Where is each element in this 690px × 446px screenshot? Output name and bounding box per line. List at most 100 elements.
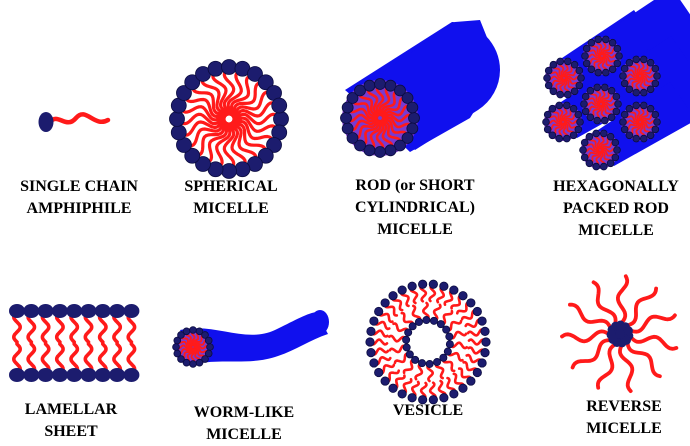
- headgroup: [205, 337, 212, 344]
- headgroup: [446, 333, 453, 340]
- headgroup: [583, 45, 590, 52]
- label-lamellar-sheet: LAMELLAR SHEET: [5, 399, 137, 443]
- reverse-micelle-figure: [562, 276, 676, 391]
- headgroup: [621, 80, 628, 87]
- headgroup: [543, 119, 550, 126]
- headgroup: [406, 351, 413, 358]
- headgroup: [564, 91, 571, 98]
- headgroup: [652, 65, 659, 72]
- headgroup: [601, 117, 608, 124]
- headgroup: [123, 304, 139, 318]
- headgroup: [633, 56, 640, 63]
- headgroup: [366, 338, 374, 346]
- headgroup: [467, 377, 475, 385]
- headgroup: [459, 292, 467, 300]
- headgroup: [174, 350, 181, 357]
- headgroup: [594, 84, 601, 91]
- headgroup: [23, 304, 39, 318]
- headgroup: [418, 280, 426, 288]
- headgroup: [588, 39, 595, 46]
- headgroup: [564, 58, 571, 65]
- headgroup: [626, 132, 633, 139]
- worm-like-micelle-figure: [173, 310, 329, 367]
- headgroup: [66, 304, 82, 318]
- headgroup: [415, 318, 422, 325]
- tail-chain: [618, 276, 627, 324]
- headgroup: [607, 160, 614, 167]
- headgroup: [367, 348, 375, 356]
- headgroup: [571, 88, 578, 95]
- headgroup: [633, 102, 640, 109]
- headgroup: [621, 65, 628, 72]
- headgroup: [478, 359, 486, 367]
- label-reverse-micelle: REVERSE MICELLE: [556, 396, 690, 440]
- headgroup: [647, 132, 654, 139]
- headgroup: [587, 114, 594, 121]
- headgroup: [633, 89, 640, 96]
- headgroup: [587, 87, 594, 94]
- headgroup: [549, 132, 556, 139]
- headgroup: [467, 299, 475, 307]
- headgroup: [409, 113, 420, 124]
- headgroup: [647, 59, 654, 66]
- tail-chain: [598, 343, 617, 387]
- headgroup: [370, 359, 378, 367]
- headgroup: [443, 326, 450, 333]
- headgroup: [563, 135, 570, 142]
- headgroup: [423, 316, 430, 323]
- headgroup: [582, 93, 589, 100]
- headgroup: [381, 377, 389, 385]
- headgroup: [578, 75, 585, 82]
- headgroup: [81, 304, 97, 318]
- headgroup: [450, 390, 458, 398]
- headgroup: [654, 73, 661, 80]
- headgroup: [647, 105, 654, 112]
- headgroup: [412, 356, 419, 363]
- headgroup: [39, 112, 54, 132]
- headgroup: [588, 66, 595, 73]
- rod-micelle-figure: [341, 20, 501, 158]
- headgroup: [621, 111, 628, 118]
- headgroup: [473, 368, 481, 376]
- headgroup: [581, 139, 588, 146]
- headgroup: [405, 329, 412, 336]
- headgroup: [426, 360, 433, 367]
- headgroup: [430, 317, 437, 324]
- headgroup: [398, 390, 406, 398]
- headgroup: [550, 88, 557, 95]
- label-vesicle: VESICLE: [360, 400, 496, 422]
- headgroup: [374, 368, 382, 376]
- headgroup: [581, 154, 588, 161]
- headgroup: [593, 163, 600, 170]
- headgroup: [38, 368, 54, 382]
- tail-chain: [573, 340, 613, 367]
- headgroup: [652, 80, 659, 87]
- headgroup: [600, 130, 607, 137]
- headgroup: [545, 67, 552, 74]
- headgroup: [81, 368, 97, 382]
- tail-chain: [626, 289, 656, 326]
- tail-chain: [594, 282, 616, 325]
- headgroup: [341, 113, 352, 124]
- headgroup: [601, 84, 608, 91]
- headgroup: [272, 98, 287, 113]
- headgroup: [123, 368, 139, 382]
- headgroup: [614, 45, 621, 52]
- headgroup: [545, 82, 552, 89]
- headgroup: [478, 317, 486, 325]
- headgroup: [640, 56, 647, 63]
- headgroup: [556, 135, 563, 142]
- headgroup: [633, 135, 640, 142]
- headgroup: [38, 304, 54, 318]
- spherical-micelle-figure: [170, 60, 289, 179]
- headgroup: [594, 117, 601, 124]
- headgroup: [459, 384, 467, 392]
- label-hexagonal-micelle: HEXAGONALLY PACKED ROD MICELLE: [546, 176, 686, 242]
- headgroup: [613, 108, 620, 115]
- headgroup: [389, 292, 397, 300]
- headgroup: [640, 135, 647, 142]
- headgroup: [381, 299, 389, 307]
- headgroup: [407, 102, 418, 113]
- headgroup: [370, 317, 378, 325]
- lamellar-sheet-figure: [9, 304, 139, 382]
